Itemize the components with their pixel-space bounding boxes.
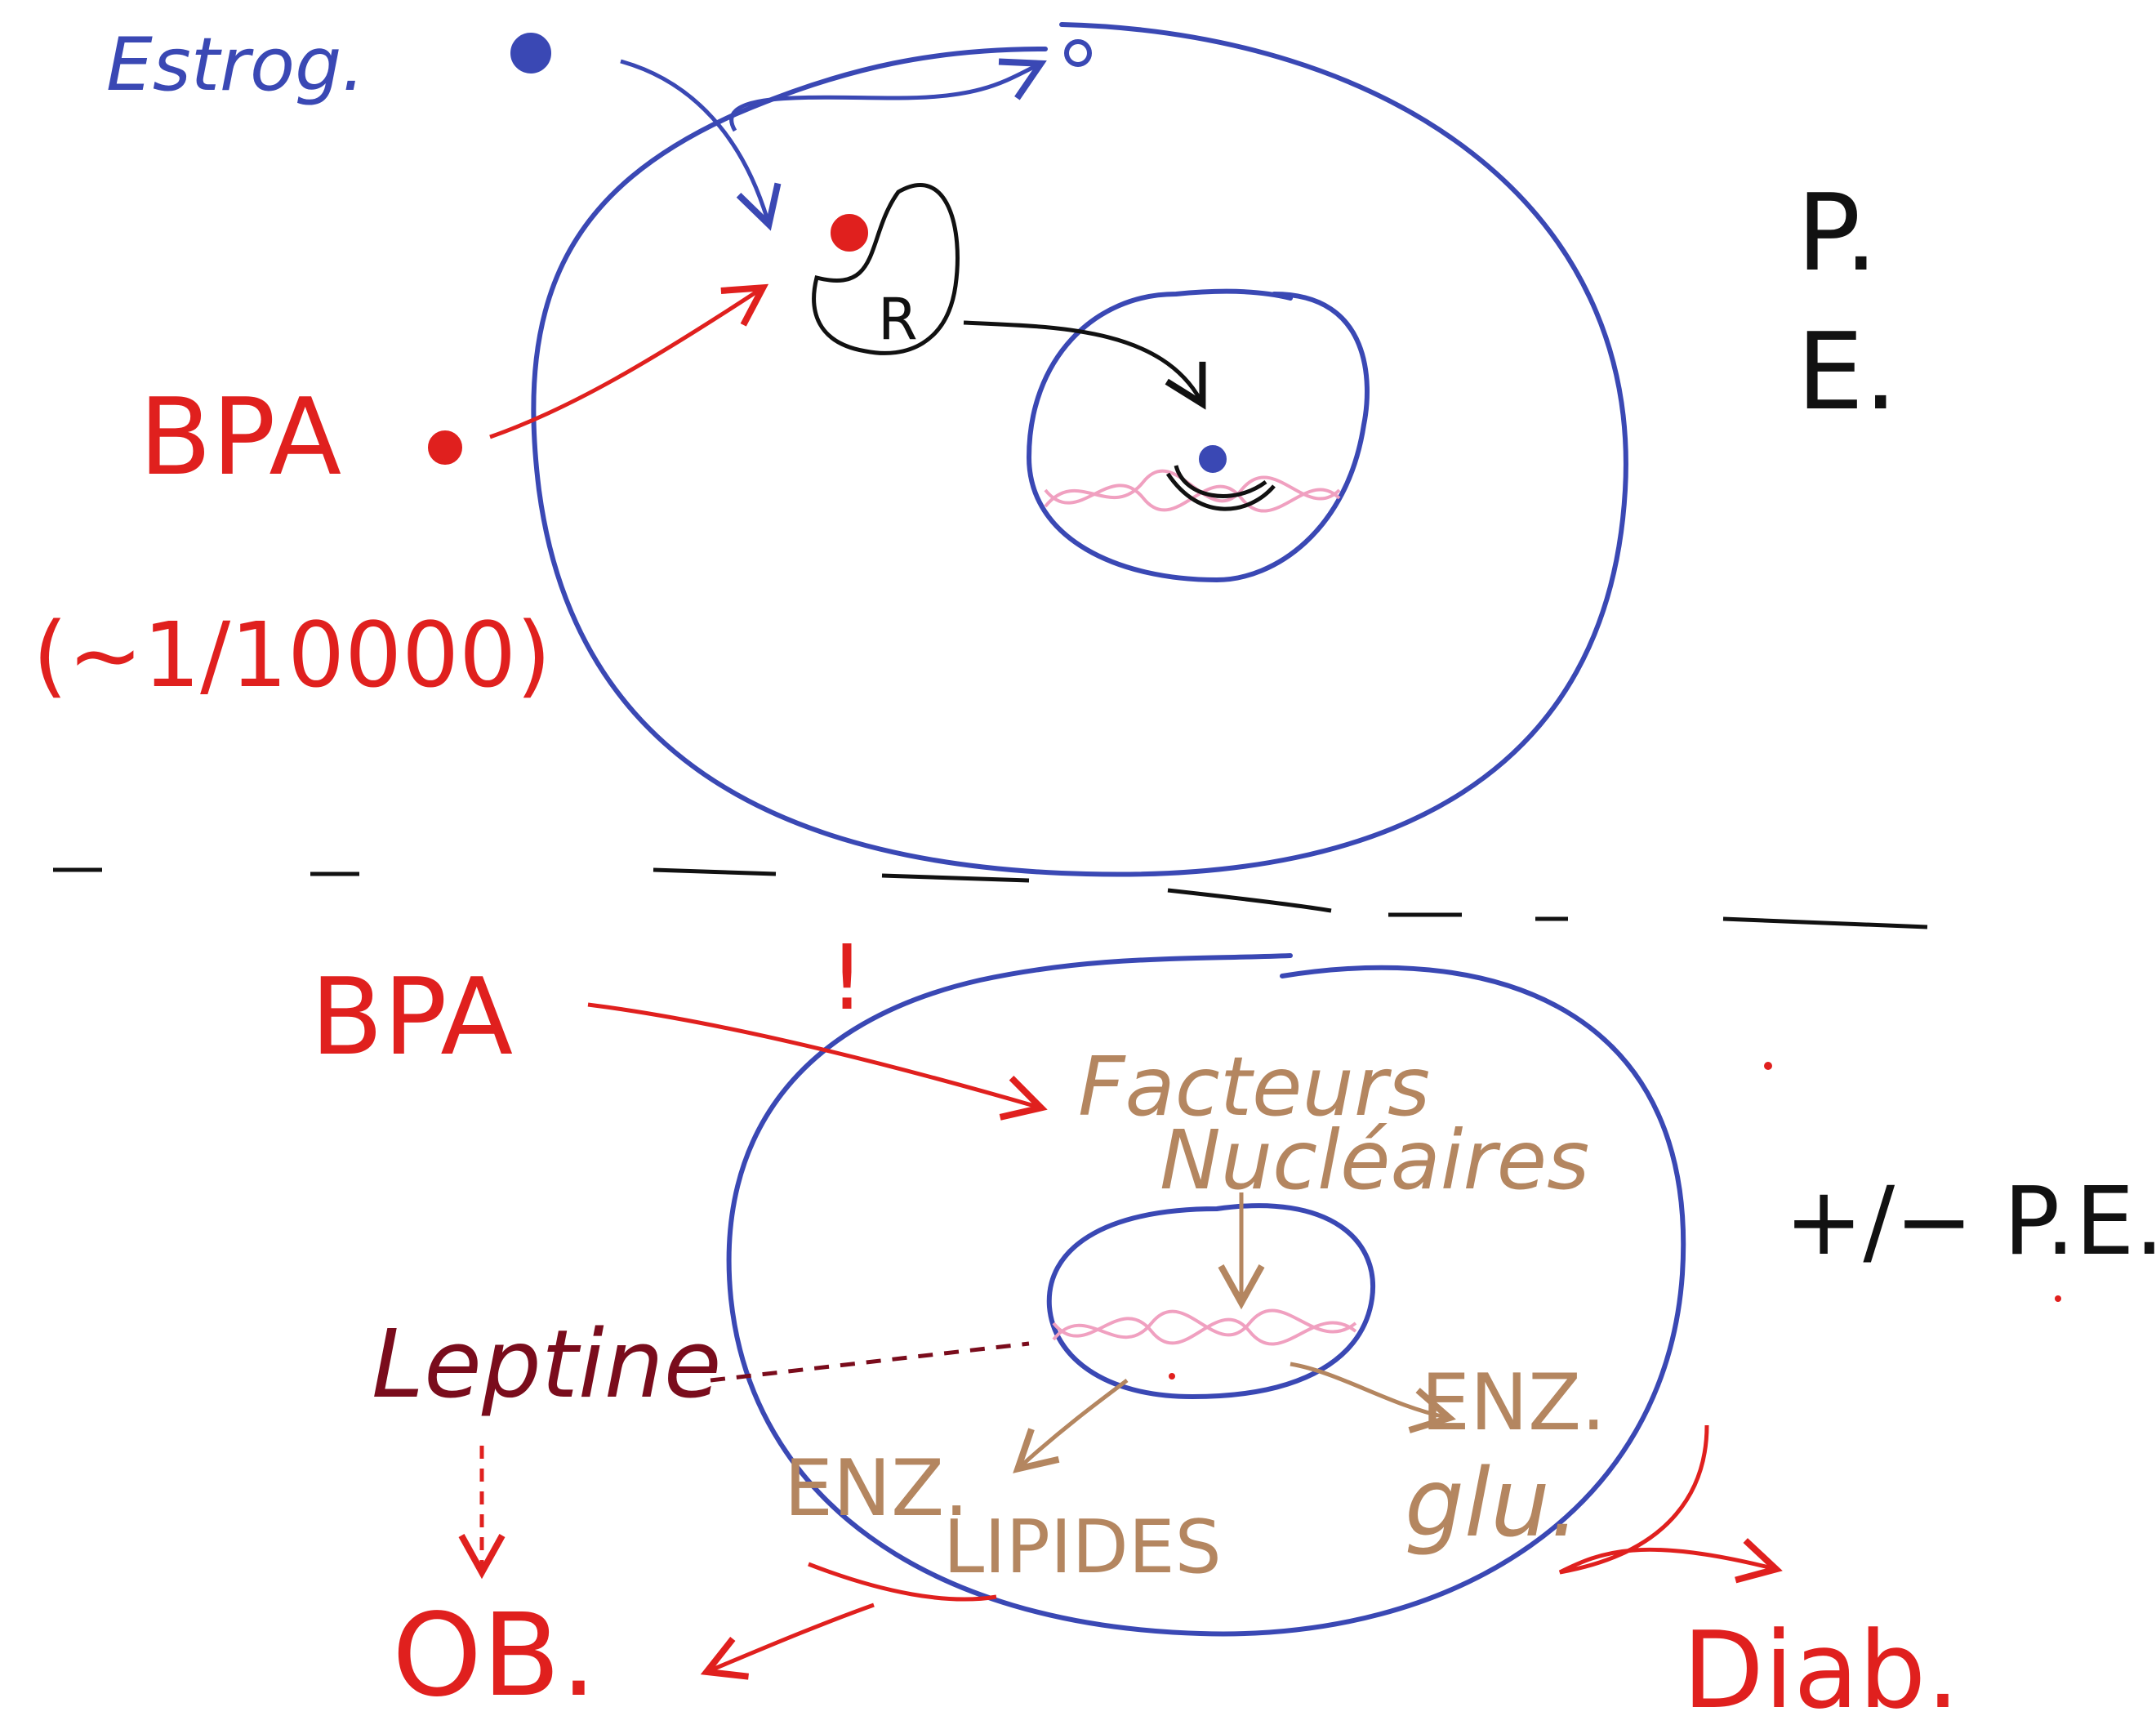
- bottom-cell-membrane: [726, 953, 1686, 1637]
- top-cell-diagram: R Estrog. BPA (~1/10000) P. E.: [33, 22, 1897, 877]
- receptor-to-nucleus-arrow: [963, 320, 1206, 410]
- diab-label: Diab.: [1682, 1608, 1960, 1725]
- glu-to-diab-arrow: [1558, 1424, 1783, 1584]
- bpa-to-facteurs-arrow: [587, 1002, 1048, 1121]
- bottom-cell-diagram: ! BPA Facteurs Nucléaires Leptine ENZ. L…: [310, 925, 2156, 1725]
- receptor-label: R: [878, 286, 918, 353]
- bpa-entry-arrow: [489, 283, 769, 439]
- bpa-molecule-icon: [428, 430, 462, 465]
- estrogen-molecule-icon: [510, 33, 551, 74]
- estrogen-loop-arrow: [729, 58, 1047, 132]
- enz-glu-label-line2: glu.: [1405, 1449, 1579, 1558]
- estrog-label: Estrog.: [106, 22, 365, 108]
- section-divider: [53, 867, 1928, 929]
- receptor-shape: [812, 183, 960, 355]
- result-p-label: P.: [1797, 171, 1878, 295]
- result-e-label: E.: [1797, 310, 1897, 434]
- estrogen-entry-arrow: [620, 59, 782, 231]
- enz-lipides-label-line1: ENZ.: [784, 1444, 969, 1534]
- nucleus-to-enz-lipides-arrow: [1013, 1379, 1129, 1473]
- top-dna-helix: [1044, 469, 1341, 513]
- bottom-bpa-label: BPA: [310, 955, 513, 1079]
- stray-dot-1: [1764, 1062, 1772, 1070]
- bpa-bound-molecule-icon: [831, 214, 868, 252]
- lipides-to-ob-arrow: [710, 1562, 997, 1670]
- enz-lipides-label-line2: LIPIDES: [943, 1504, 1222, 1590]
- nucleaires-label: Nucléaires: [1160, 1112, 1589, 1208]
- exclamation-mark: !: [829, 925, 865, 1030]
- result-pe-label: +/− P.E.: [1784, 1167, 2156, 1277]
- stray-dot-3: [1169, 1373, 1175, 1380]
- bottom-nucleus-membrane: [1046, 1203, 1376, 1400]
- top-cell-membrane: [531, 22, 1628, 877]
- ob-label: OB.: [392, 1589, 597, 1723]
- enz-glu-label-line1: ENZ.: [1421, 1358, 1606, 1448]
- top-bpa-label: BPA: [139, 375, 341, 499]
- stray-dot-2: [2055, 1295, 2061, 1302]
- top-nucleus-membrane: [1026, 288, 1370, 583]
- estrogen-molecule-small-icon: [1064, 39, 1092, 67]
- nucleus-to-enz-glu-arrow: [1290, 1362, 1456, 1433]
- leptine-dashed-link: [710, 1341, 1030, 1383]
- nucleus-receptor-cup: [1165, 465, 1276, 511]
- leptine-label: Leptine: [372, 1310, 722, 1420]
- bpa-ratio-label: (~1/10000): [33, 603, 551, 707]
- nucleus-bound-ligand-icon: [1199, 445, 1227, 473]
- facteurs-label: Facteurs: [1078, 1039, 1430, 1134]
- bottom-dna-helix: [1052, 1308, 1357, 1346]
